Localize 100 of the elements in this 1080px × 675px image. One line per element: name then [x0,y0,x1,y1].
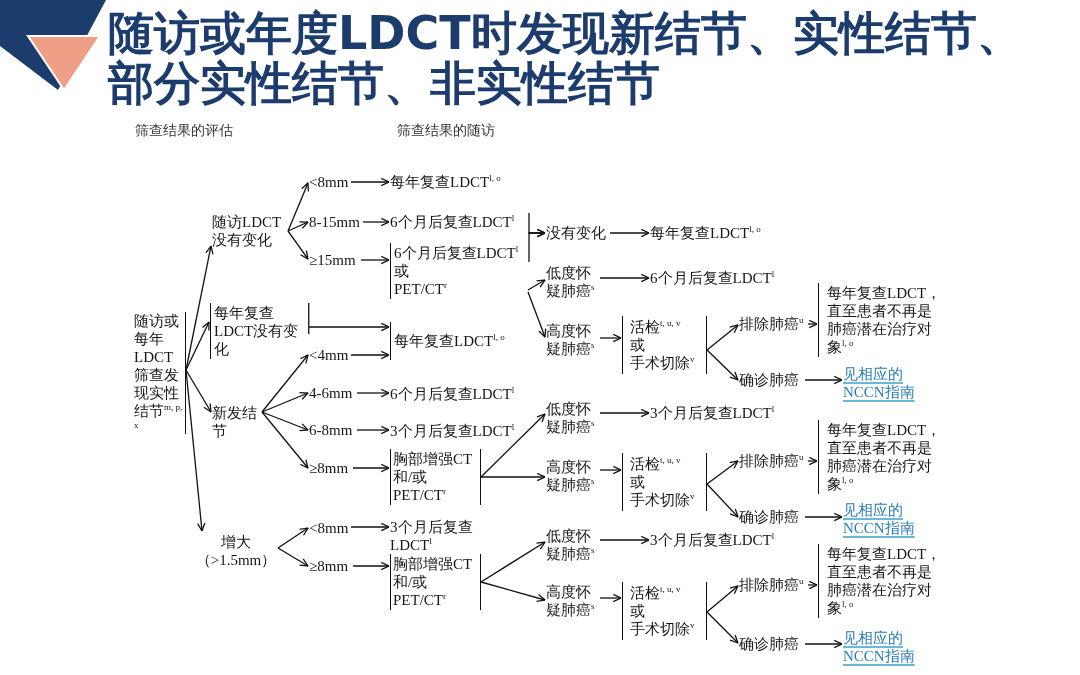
size-label: ≥8mm [309,458,353,478]
bracketed-step: 每年复查LDCT，直至患者不再是肺癌潜在治疗对象$^{l, o}$ [818,283,946,357]
outcome-label: 排除肺癌$^{u}$ [739,451,808,471]
suspicion-label: 高度怀疑肺癌$^{s}$ [546,321,600,359]
action-label: 每年复查LDCT$^{l, o}$ [390,172,512,192]
arrow [807,456,818,466]
arrow [277,527,309,549]
action-label: 6个月后复查LDCT$^{l}$ [390,212,528,232]
arrow [599,593,622,603]
arrow [804,375,843,385]
arrow [480,541,546,583]
guideline-link: 见相应的NCCN指南 [843,364,925,402]
bracketed-step [390,449,481,505]
arrow [609,228,650,238]
arrow [350,522,390,532]
arrow [480,581,546,602]
size-label: <8mm [309,518,351,538]
arrow [261,411,309,432]
arrow [277,547,309,567]
arrow [352,463,390,473]
bracket-arrow [308,302,390,335]
arrow [599,333,622,343]
step-text: 活检$^{t, u, v}$ [630,584,682,602]
step-text: 胸部增强CT [393,450,474,468]
size-label: ≥15mm [309,250,361,270]
column-heading: 筛查结果的随访 [397,121,495,139]
arrow [706,349,739,381]
arrow [185,369,212,413]
bracketed-step [622,582,707,640]
arrow [804,639,843,649]
outcome-label: 排除肺癌$^{u}$ [739,575,808,595]
step-text: 胸部增强CT [393,555,474,573]
arrow [480,472,546,482]
outcome-label: 确诊肺癌 [739,634,805,654]
step-text: 手术切除$^{v}$ [630,620,696,638]
suspicion-label: 低度怀疑肺癌$^{s}$ [546,263,600,301]
arrow [261,392,309,413]
action-label: 每年复查LDCT$^{l, o}$ [650,223,782,243]
arrow [480,413,546,478]
arrow [706,324,739,351]
arrow [807,319,818,329]
guideline-link: 见相应的NCCN指南 [843,500,925,538]
step-text: 活检$^{t, u, v}$ [630,455,682,473]
size-label: 6-8mm [309,420,357,440]
step-text: PET/CT$^{r}$ [394,280,448,298]
arrow [706,460,739,485]
size-label: <4mm [309,345,351,365]
size-label: ≥8mm [309,556,353,576]
arrow [350,350,390,360]
step-text: 或 [630,473,646,491]
bracketed-step: 每年复查LDCT，直至患者不再是肺癌潜在治疗对象$^{l, o}$ [818,420,946,494]
arrow [185,369,206,532]
title: 随访或年度LDCT时发现新结节、实性结节、部分实性结节、非实性结节 [108,8,1024,108]
arrow [599,465,622,475]
step-text: PET/CT$^{r}$ [393,486,447,504]
step-text: 和/或 [393,468,429,486]
step-text: 手术切除$^{v}$ [630,491,696,509]
step-text: 手术切除$^{v}$ [630,354,696,372]
size-label: <8mm [309,172,351,192]
arrow [185,321,210,371]
arrow [261,411,309,469]
outcome-label: 排除肺癌$^{u}$ [739,314,808,334]
arrow [287,221,309,232]
arrow [706,483,739,518]
action-label: 3个月后复查LDCT$^{l}$ [390,518,482,554]
arrow [706,585,739,613]
action-label: 6个月后复查LDCT$^{l}$ [390,384,528,404]
arrow [356,425,390,435]
arrow [350,177,390,187]
step-text: 和/或 [393,573,429,591]
bracketed-step: 每年复查LDCT没有变化 [210,303,308,359]
finding-label: 增大（>1.5mm） [194,532,278,570]
action-label: 3个月后复查LDCT$^{l}$ [650,530,788,550]
suspicion-label: 低度怀疑肺癌$^{s}$ [546,526,600,564]
bracketed-step: 每年复查LDCT，直至患者不再是肺癌潜在治疗对象$^{l, o}$ [818,544,946,618]
action-label: 6个月后复查LDCT$^{l}$ [650,268,788,288]
arrow [599,273,650,283]
arrow [599,408,650,418]
step-text: 或 [394,262,410,280]
arrow [527,291,547,338]
outcome-label: 确诊肺癌 [739,370,805,390]
arrow [287,230,309,260]
bracketed-step [622,453,707,511]
arrow [807,580,818,590]
bracketed-step [622,316,707,374]
column-heading: 筛查结果的评估 [135,121,233,139]
action-label: 3个月后复查LDCT$^{l}$ [650,403,788,423]
finding-label: 随访LDCT没有变化 [212,212,288,250]
bracketed-step: 每年复查LDCT$^{l, o}$ [390,322,512,360]
step-text: 或 [630,602,646,620]
arrow [706,611,739,644]
arrow [352,561,390,571]
outcome-label: 没有变化 [546,223,610,243]
step-text: 或 [630,336,646,354]
step-text: 6个月后复查LDCT$^{l}$ [394,244,520,262]
action-label: 3个月后复查LDCT$^{l}$ [390,421,528,441]
arrow [599,535,650,545]
arrow [360,255,390,265]
arrow [356,388,390,398]
arrow [804,512,843,522]
